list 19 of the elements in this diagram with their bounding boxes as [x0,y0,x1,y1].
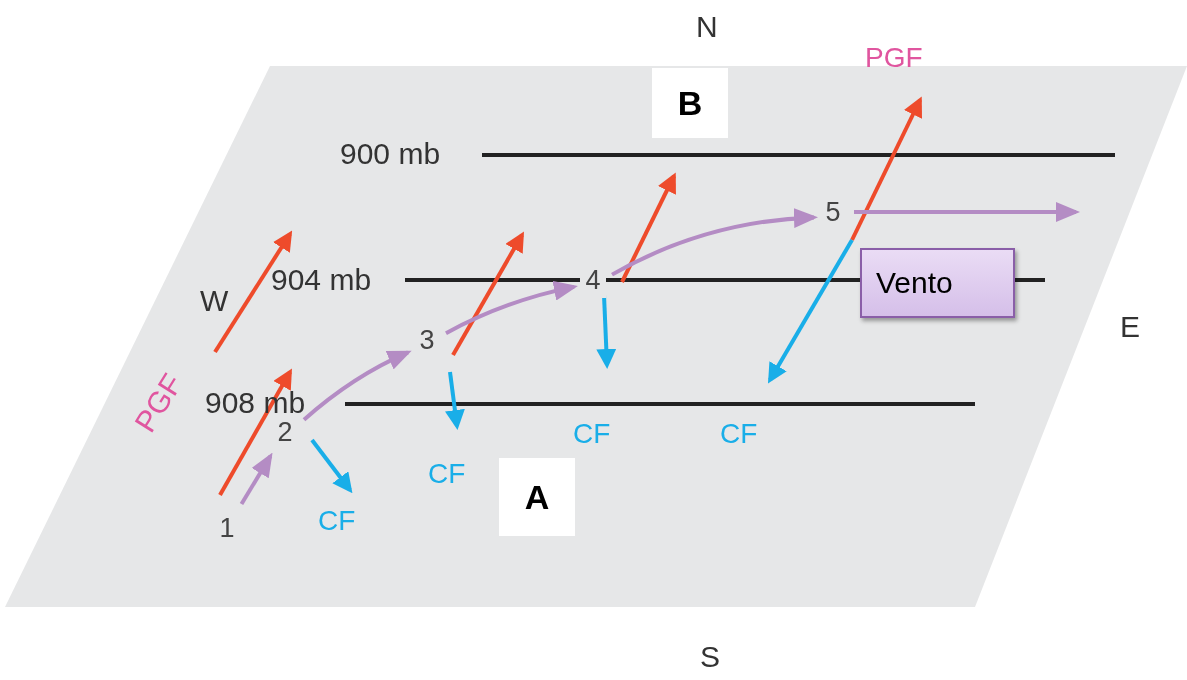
compass-label: N [696,12,718,42]
wind-arrow [302,350,412,422]
wind-arrow [611,208,818,277]
compass-label: E [1120,312,1140,342]
force-label: PGF [865,44,923,72]
wind-arrow [445,281,578,335]
force-label: CF [720,420,758,448]
force-label: CF [428,460,466,488]
point-label: A [499,458,575,536]
pressure-label: 900 mb [340,139,441,169]
force-label: CF [573,420,611,448]
point-label: B [652,68,728,138]
compass-label: S [700,642,720,672]
wind-label: Vento [860,248,1015,318]
compass-label: W [200,286,229,316]
wind-arrow [239,452,273,506]
force-label: CF [318,507,356,535]
wind-arrow [854,202,1080,222]
pressure-label: 904 mb [271,265,372,295]
